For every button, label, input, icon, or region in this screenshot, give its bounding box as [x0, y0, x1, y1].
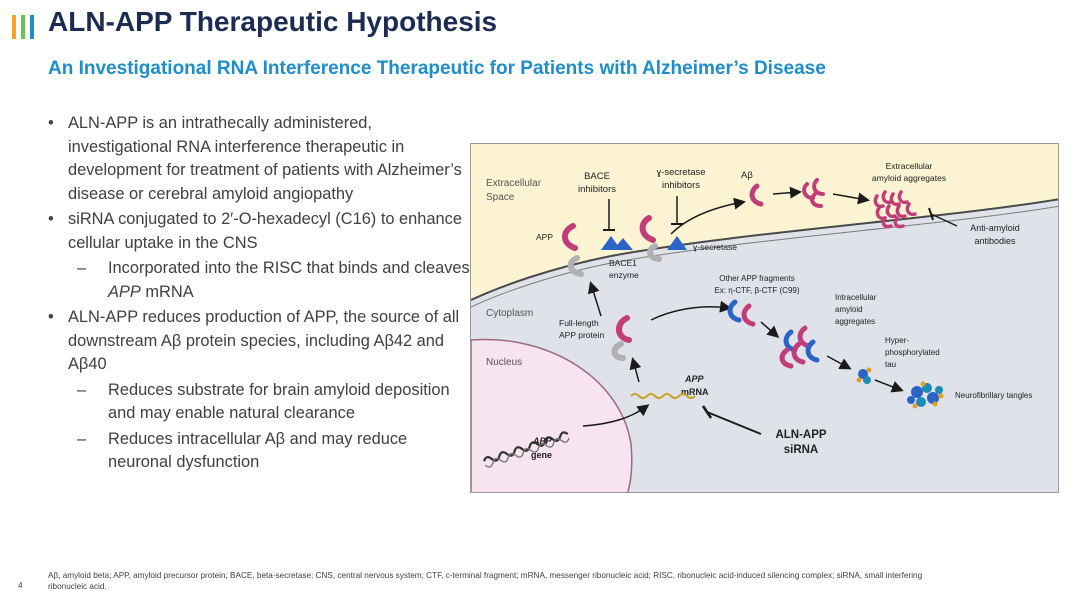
- full-length-app-protein-2: [611, 341, 626, 361]
- footnote: Aβ, amyloid beta; APP, amyloid precursor…: [48, 571, 923, 591]
- label-neurofibrillary-tangles: Neurofibrillary tangles: [955, 391, 1032, 400]
- abeta-monomer: [749, 183, 764, 207]
- bullet-list: ALN-APP is an intrathecally administered…: [40, 112, 470, 475]
- label-bace1-1: BACE1: [609, 258, 637, 268]
- app-gene-dna-2: [484, 437, 570, 468]
- intracellular-aggregate-cluster: [779, 325, 820, 369]
- label-intracellular-agg-2: amyloid: [835, 305, 863, 314]
- label-gamma-secretase: ɣ-secretase: [693, 242, 737, 252]
- label-extracellular-1: Extracellular: [486, 178, 542, 189]
- app-mrna-strand: [630, 393, 696, 399]
- bullet-3-sub-1: Reduces substrate for brain amyloid depo…: [40, 379, 470, 426]
- cell-membrane-inner: [471, 205, 1058, 308]
- siRNA-inhibitor-cap: [701, 405, 713, 419]
- label-extracellular-2: Space: [486, 192, 515, 203]
- label-aln-app-1: ALN-APP: [775, 429, 826, 441]
- extracellular-aggregate-cluster: [873, 190, 917, 229]
- arrow-to-tau: [826, 355, 852, 370]
- label-bace-inhibitors-2: inhibitors: [578, 184, 616, 195]
- arrow-to-tangles: [874, 379, 904, 393]
- bullet-2: siRNA conjugated to 2′-O-hexadecyl (C16)…: [40, 208, 470, 255]
- mechanism-diagram: Extracellular Space Cytoplasm Nucleus BA…: [470, 143, 1059, 493]
- label-app-gene-1: APP: [532, 436, 553, 446]
- label-other-fragments-1: Other APP fragments: [719, 274, 794, 283]
- app-cleaved-fragment: [639, 215, 656, 243]
- arrow-mrna-to-protein: [629, 357, 642, 383]
- app-cleaved-fragment-2: [647, 243, 662, 262]
- full-length-app-protein: [616, 315, 632, 343]
- bullet-2-sub-1-text: Incorporated into the RISC that binds an…: [108, 259, 470, 277]
- arrow-app-to-membrane: [587, 281, 602, 317]
- bullet-3: ALN-APP reduces production of APP, the s…: [40, 306, 470, 377]
- arrow-abeta-to-oligomer: [772, 186, 802, 199]
- label-bace-inhibitors-1: BACE: [584, 171, 610, 182]
- abeta-oligomer: [802, 178, 825, 208]
- label-extracellular-aggregates-1: Extracellular: [886, 161, 933, 171]
- siRNA-inhibitor-bar: [706, 411, 762, 435]
- bullet-2-sub-1-end: mRNA: [140, 282, 194, 301]
- label-hyper-1: Hyper-: [885, 336, 909, 345]
- label-gamma-inhibitors-2: inhibitors: [662, 180, 700, 191]
- label-abeta: Aβ: [741, 170, 753, 181]
- label-intracellular-agg-3: aggregates: [835, 317, 875, 326]
- arrow-gene-to-mrna: [582, 404, 650, 427]
- arrow-oligomer-to-aggregates: [832, 192, 870, 205]
- label-extracellular-aggregates-2: amyloid aggregates: [872, 173, 946, 183]
- label-cytoplasm: Cytoplasm: [486, 308, 533, 319]
- bullet-3-sub-2: Reduces intracellular Aβ and may reduce …: [40, 428, 470, 475]
- label-bace1-2: enzyme: [609, 270, 639, 280]
- anti-amyloid-inhibitor-bar: [930, 213, 958, 227]
- label-app-gene-2: gene: [531, 450, 552, 460]
- label-nucleus: Nucleus: [486, 357, 522, 368]
- gamma-secretase-enzyme: [667, 236, 687, 250]
- label-gamma-inhibitors-1: ɣ-secretase: [656, 167, 705, 178]
- label-hyper-3: tau: [885, 360, 896, 369]
- label-anti-amyloid-1: Anti-amyloid: [970, 223, 1020, 233]
- arrow-to-abeta: [670, 197, 746, 235]
- arrow-app-to-fragments: [650, 300, 732, 321]
- page-title: ALN-APP Therapeutic Hypothesis: [48, 6, 498, 37]
- label-app-mrna-2: mRNA: [681, 387, 709, 397]
- label-full-length-2: APP protein: [559, 330, 604, 340]
- page-subtitle: An Investigational RNA Interference Ther…: [48, 58, 826, 79]
- hyperphosphorylated-tau: [856, 367, 872, 384]
- accent-bar-orange: [12, 15, 16, 39]
- label-app: APP: [536, 232, 553, 242]
- label-aln-app-2: siRNA: [784, 444, 819, 456]
- bullet-1: ALN-APP is an intrathecally administered…: [40, 112, 470, 206]
- bullet-2-sub-1-gene: APP: [108, 282, 141, 301]
- label-anti-amyloid-2: antibodies: [974, 236, 1016, 246]
- label-intracellular-agg-1: Intracellular: [835, 293, 877, 302]
- arrow-fragments-to-intracellular: [760, 321, 780, 338]
- neurofibrillary-tangle-cluster: [907, 381, 944, 409]
- label-other-fragments-2: Ex: η-CTF, β-CTF (C99): [714, 286, 799, 295]
- title-accent-bars: [12, 15, 42, 39]
- page-number: 4: [18, 581, 23, 590]
- label-hyper-2: phosphorylated: [885, 348, 940, 357]
- accent-bar-blue: [30, 15, 34, 39]
- app-protein-membrane-2: [567, 255, 584, 277]
- label-full-length-1: Full-length: [559, 318, 599, 328]
- accent-bar-green: [21, 15, 25, 39]
- label-app-mrna-1: APP: [684, 374, 705, 384]
- app-gene-dna: [483, 431, 569, 462]
- app-fragments: [727, 299, 756, 327]
- bullet-2-sub-1: Incorporated into the RISC that binds an…: [40, 257, 470, 304]
- bace1-enzyme-2: [613, 238, 633, 250]
- app-protein-membrane: [562, 223, 578, 251]
- anti-amyloid-inhibitor-cap: [928, 207, 934, 221]
- extracellular-region: [471, 144, 1058, 300]
